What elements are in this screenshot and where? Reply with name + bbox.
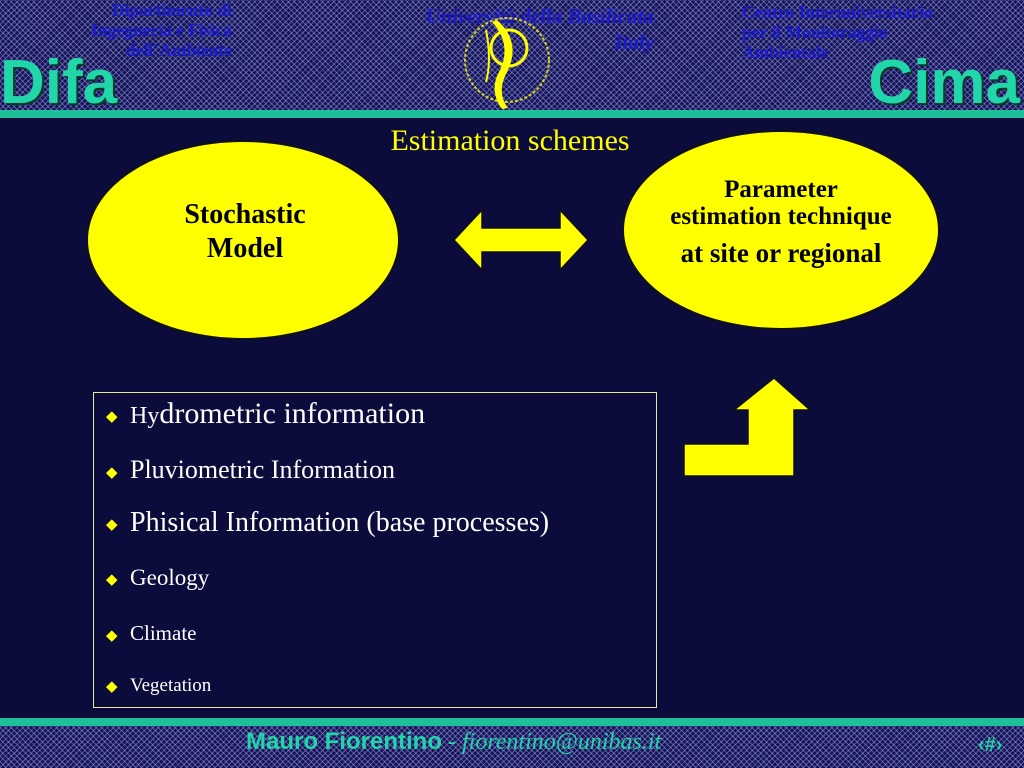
stochastic-model-line-1: Stochastic xyxy=(184,199,306,230)
footer-divider xyxy=(0,718,1024,726)
list-item-text: Vegetation xyxy=(130,675,212,696)
university-name: Università della Basilicata xyxy=(425,4,654,28)
centro-line-2: per il Monitoraggio xyxy=(742,22,888,42)
double-arrow-icon xyxy=(452,208,590,272)
difa-logo: Difa xyxy=(0,48,118,117)
list-item-text: Geology xyxy=(130,565,210,590)
header-divider xyxy=(0,110,1024,118)
department-label: Dipartimento di Ingegneria e Fisica dell… xyxy=(0,0,232,60)
centro-line-3: Ambientale xyxy=(742,42,829,62)
centro-label: Centro Interuniversitario per il Monitor… xyxy=(742,2,1024,62)
diamond-bullet-icon: ◆ xyxy=(106,627,118,644)
list-item-text: Phisical Information (base processes) xyxy=(130,507,550,538)
information-list-box: ◆ Hydrometric information ◆ Pluviometric I… xyxy=(93,392,657,708)
page-number: ‹#› xyxy=(978,734,1003,756)
dept-line-2: Ingegneria e Fisica xyxy=(91,20,232,40)
list-item: ◆ Vegetation xyxy=(106,675,211,697)
list-item: ◆ Geology xyxy=(106,565,209,591)
country-name: Italy xyxy=(614,30,654,54)
university-label: Università della Basilicata Italy xyxy=(340,3,654,55)
slide-title: Estimation schemes xyxy=(390,124,630,157)
parameter-estimation-label: Parameter estimation technique at site o… xyxy=(624,176,938,267)
list-item-prefix: Hy xyxy=(130,403,160,429)
parameter-line-3: at site or regional xyxy=(680,238,882,268)
stochastic-model-line-2: Model xyxy=(206,233,284,264)
stochastic-model-label: Stochastic Model xyxy=(88,198,402,266)
author-name: Mauro Fiorentino xyxy=(246,728,442,755)
cima-logo: Cima xyxy=(868,48,1020,117)
diamond-bullet-icon: ◆ xyxy=(106,679,118,696)
list-item: ◆ Climate xyxy=(106,621,197,646)
centro-line-1: Centro Interuniversitario xyxy=(742,2,933,22)
parameter-estimation-ellipse: Parameter estimation technique at site o… xyxy=(622,130,940,330)
parameter-line-1: Parameter xyxy=(724,176,838,203)
footer-separator: - xyxy=(441,729,462,755)
footer-band xyxy=(0,726,1024,768)
list-item: ◆ Pluviometric Information xyxy=(106,455,395,485)
diamond-bullet-icon: ◆ xyxy=(106,464,118,481)
parameter-line-2: estimation technique xyxy=(670,203,892,230)
turn-up-arrow-icon xyxy=(683,377,812,477)
list-item-text: Climate xyxy=(130,621,197,645)
list-item: ◆ Phisical Information (base processes) xyxy=(106,507,549,539)
university-seal-icon xyxy=(464,17,550,109)
diamond-bullet-icon: ◆ xyxy=(106,572,118,589)
diamond-bullet-icon: ◆ xyxy=(106,517,118,534)
dept-line-1: Dipartimento di xyxy=(111,0,232,20)
list-item-text: Pluviometric Information xyxy=(130,455,396,484)
list-item-text: drometric information xyxy=(159,397,426,430)
list-item: ◆ Hydrometric information xyxy=(106,397,425,431)
diamond-bullet-icon: ◆ xyxy=(106,408,118,425)
stochastic-model-ellipse: Stochastic Model xyxy=(86,140,400,340)
author-email: fiorentino@unibas.it xyxy=(461,729,662,755)
footer-credit: Mauro Fiorentino - fiorentino@unibas.it xyxy=(246,728,661,756)
dept-line-3: dell’Ambiente xyxy=(126,40,232,60)
